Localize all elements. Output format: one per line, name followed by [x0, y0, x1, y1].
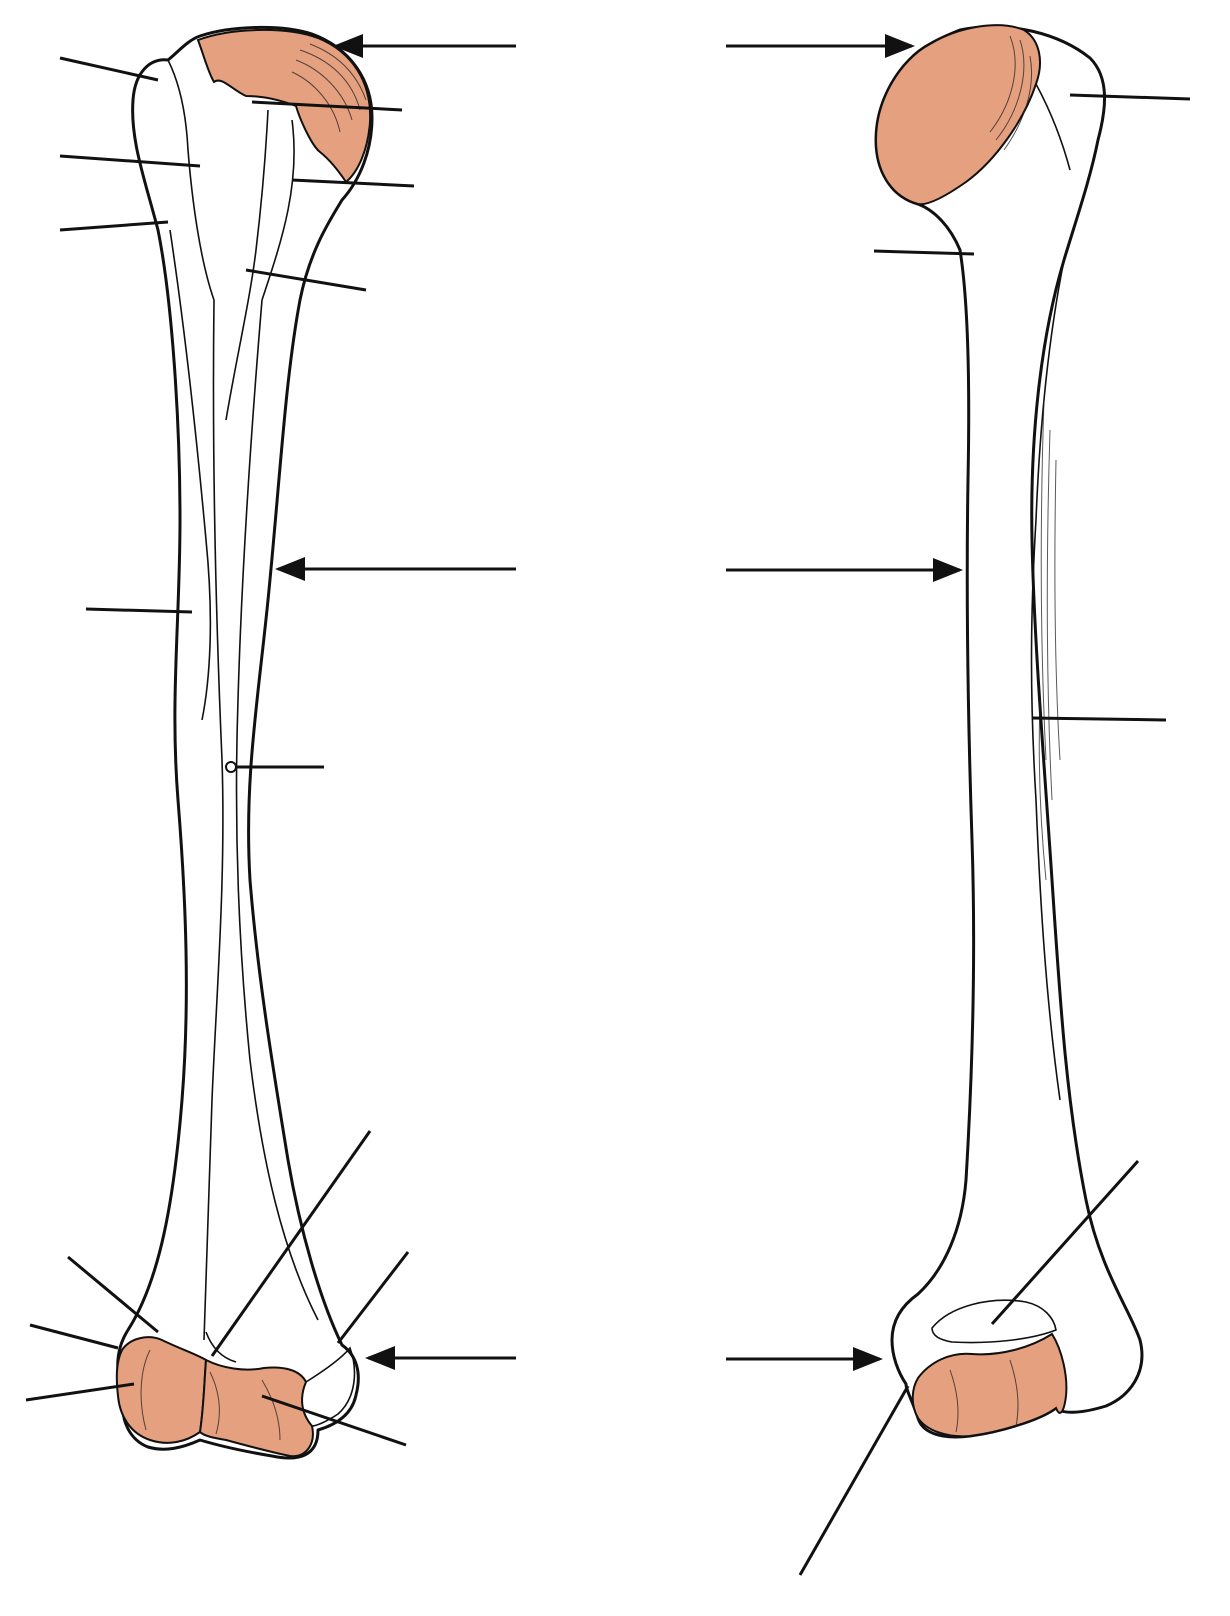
leader-a13 — [336, 1251, 410, 1344]
deltoid-ridge — [169, 229, 212, 721]
leader-p1 — [1069, 93, 1191, 101]
anterior-trochlea — [198, 1358, 314, 1458]
posterior-head-shading — [989, 35, 1033, 151]
leader-a3 — [59, 220, 169, 232]
posterior-humeral-head — [874, 24, 1041, 206]
posterior-trochlea-shading — [949, 1359, 1019, 1433]
posterior-view — [874, 24, 1144, 1439]
anterior-shaft-line — [235, 299, 319, 1321]
radial-groove — [1030, 259, 1065, 1101]
olecranon-fossa — [931, 1299, 1057, 1344]
posterior-leader-lines — [798, 93, 1191, 1576]
leader-a6 — [245, 268, 367, 292]
leader-a1 — [59, 56, 159, 82]
radial-groove-shading — [1038, 399, 1061, 881]
posterior-arrows — [726, 34, 963, 1371]
anterior-view — [115, 25, 374, 1460]
leader-a12 — [210, 1130, 372, 1357]
leader-p3 — [1031, 716, 1167, 722]
posterior-greater-tubercle — [1035, 83, 1071, 171]
anterior-arrows — [275, 34, 516, 1370]
leader-a7 — [85, 607, 193, 614]
posterior-humerus-outline — [874, 25, 1144, 1439]
leader-a4 — [251, 100, 403, 112]
anterior-humeral-head — [196, 29, 372, 184]
anterior-humerus-outline — [116, 25, 374, 1460]
leader-p5 — [798, 1385, 910, 1576]
leader-a9 — [67, 1255, 159, 1334]
nutrient-foramen — [225, 761, 237, 773]
head-shading-lines — [291, 43, 367, 133]
medial-epicondyle-edge — [305, 1346, 356, 1427]
distal-shading — [140, 1349, 281, 1441]
leader-p2 — [873, 249, 975, 256]
leader-a10 — [29, 1323, 119, 1350]
posterior-trochlea — [911, 1332, 1068, 1438]
coronoid-fossa — [205, 1331, 237, 1363]
intertubercular-groove — [225, 109, 269, 421]
leader-a2 — [59, 154, 201, 168]
anterior-leader-lines — [25, 56, 415, 1447]
leader-a14 — [261, 1394, 407, 1447]
greater-tubercle-edge — [167, 59, 215, 301]
anterior-capitulum — [115, 1336, 208, 1444]
medial-supracondylar-line — [203, 299, 224, 1341]
leader-a11 — [25, 1382, 135, 1402]
leader-a5 — [291, 178, 415, 188]
leader-p4 — [990, 1159, 1140, 1326]
